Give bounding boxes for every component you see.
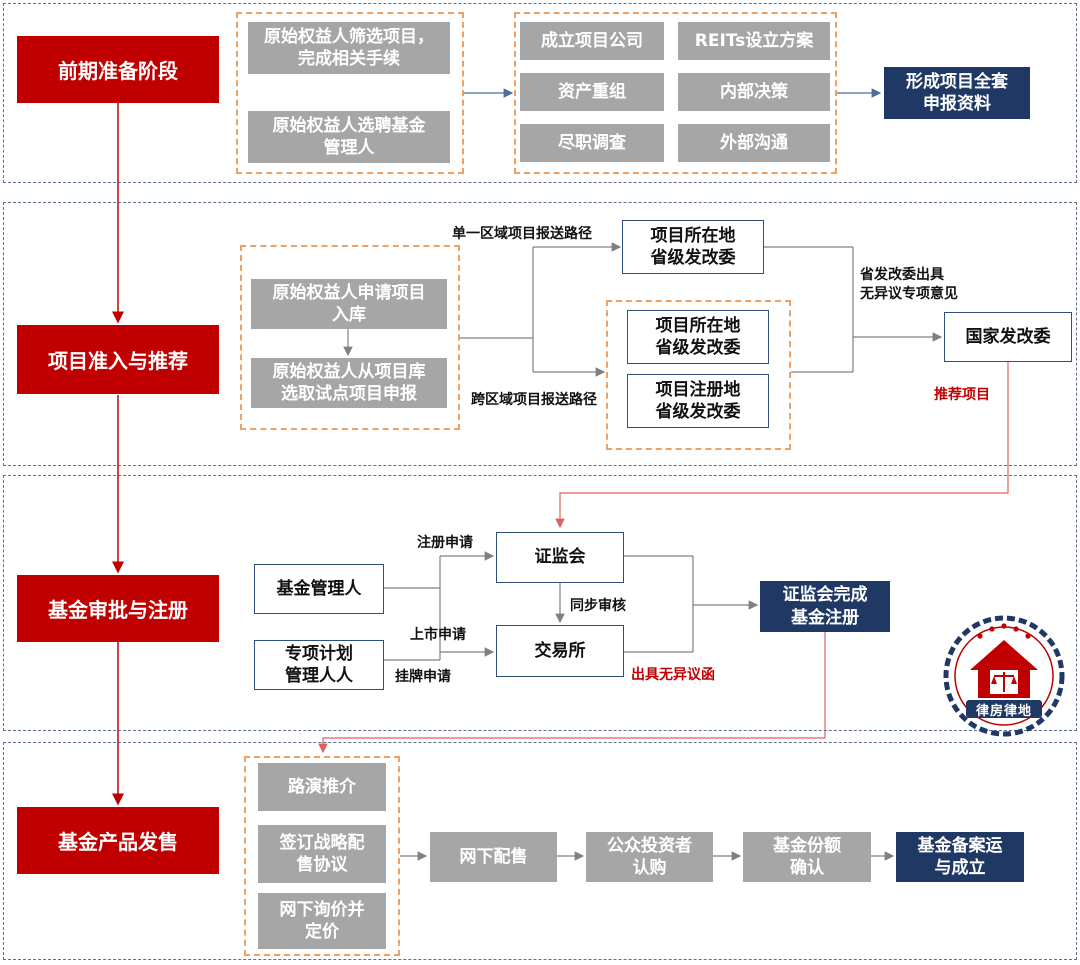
prep-screen-project: 原始权益人筛选项目， 完成相关手续 [248, 22, 450, 74]
logo-text: 律房律地 [975, 703, 1032, 719]
sale-left-group [244, 756, 400, 956]
prep-grid-item: 成立项目公司 [520, 22, 664, 60]
prep-grid-item: 外部沟通 [678, 124, 830, 162]
quote-label: 挂牌申请 [395, 669, 451, 685]
prep-grid-item: 资产重组 [520, 73, 664, 111]
listing-label: 上市申请 [410, 627, 466, 643]
section-admission [3, 202, 1077, 466]
no-objection-label: 出具无异议函 [631, 667, 715, 683]
section-preparation [3, 3, 1077, 183]
fund-registered: 证监会完成 基金注册 [760, 581, 890, 632]
admission-apply: 原始权益人申请项目 入库 [251, 279, 447, 329]
recommend-label: 推荐项目 [934, 387, 990, 403]
stage-preparation: 前期准备阶段 [17, 36, 219, 103]
cross-local-ndrc: 项目所在地 省级发改委 [627, 310, 769, 364]
prep-result: 形成项目全套 申报资料 [884, 67, 1030, 119]
single-province-ndrc: 项目所在地 省级发改委 [622, 220, 764, 274]
prep-hire-manager: 原始权益人选聘基金 管理人 [248, 111, 450, 163]
opinion-label: 省发改委出具 无异议专项意见 [860, 267, 958, 302]
register-label: 注册申请 [417, 535, 473, 551]
stage-admission: 项目准入与推荐 [17, 325, 219, 394]
admission-left-group [240, 245, 460, 430]
plan-manager: 专项计划 管理人人 [254, 640, 384, 690]
cross-region-group [606, 300, 791, 450]
stage-approval: 基金审批与注册 [17, 575, 219, 642]
prep-grid-item: 内部决策 [678, 73, 830, 111]
public-subscription: 公众投资者 认购 [586, 832, 713, 882]
prep-left-group [236, 12, 464, 174]
prep-grid-item: 尽职调查 [520, 124, 664, 162]
prep-grid-item: REITs设立方案 [678, 22, 830, 60]
roadshow: 路演推介 [258, 763, 386, 811]
share-confirmation: 基金份额 确认 [743, 832, 871, 882]
offline-allotment: 网下配售 [430, 832, 557, 882]
house-scale-seal-icon [943, 615, 1065, 737]
admission-select: 原始权益人从项目库 选取试点项目申报 [251, 358, 447, 408]
cross-path-label: 跨区域项目报送路径 [471, 392, 597, 408]
fund-established: 基金备案运 与成立 [896, 832, 1024, 882]
single-path-label: 单一区域项目报送路径 [452, 226, 592, 242]
cross-register-ndrc: 项目注册地 省级发改委 [627, 374, 769, 428]
stage-sale: 基金产品发售 [17, 807, 219, 874]
fund-manager: 基金管理人 [254, 564, 384, 614]
offline-pricing: 网下询价并 定价 [258, 893, 386, 949]
national-ndrc: 国家发改委 [944, 312, 1072, 362]
csrc: 证监会 [496, 532, 624, 583]
strategic-placement: 签订战略配 售协议 [258, 825, 386, 883]
logo: 律房律地 [940, 612, 1068, 740]
sync-label: 同步审核 [570, 598, 626, 614]
section-sale [3, 742, 1077, 960]
exchange: 交易所 [496, 625, 624, 677]
section-approval [3, 475, 1077, 731]
prep-grid-group [514, 12, 837, 174]
